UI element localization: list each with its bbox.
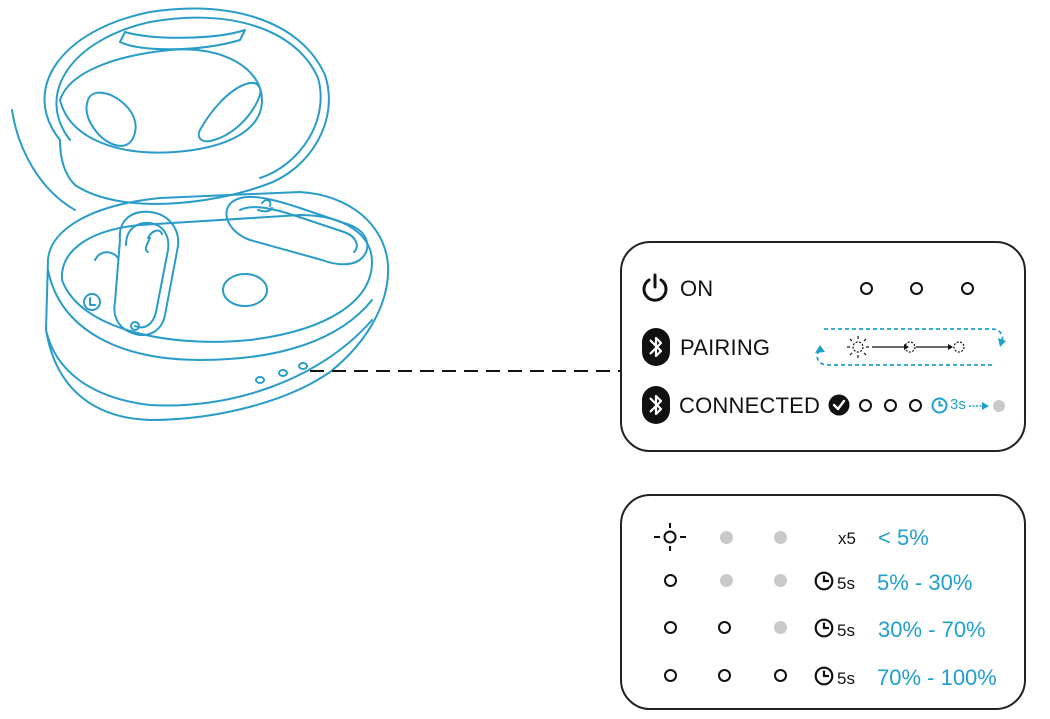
- battery-range: 70% - 100%: [877, 665, 997, 690]
- led-2: [884, 399, 897, 412]
- led-leader-line: [310, 370, 622, 372]
- led-1: [664, 669, 677, 682]
- led-1: [860, 282, 873, 295]
- arrow-icon: [969, 402, 989, 410]
- timer-label: 5s: [837, 621, 855, 640]
- connected-label: CONNECTED: [679, 393, 821, 418]
- pairing-blink-sequence: [815, 328, 1006, 366]
- led-2: [718, 669, 731, 682]
- battery-range: 5% - 30%: [877, 570, 973, 595]
- status-legend-panel: ON PAIRING CONNECTED: [620, 241, 1026, 452]
- battery-level-panel: x5 < 5% 5s 5% - 30% 5s 30% - 70% 5s 70% …: [620, 494, 1026, 710]
- led-off: [774, 621, 787, 634]
- checkmark-icon: [828, 394, 850, 416]
- on-label: ON: [680, 276, 714, 301]
- battery-range: 30% - 70%: [878, 617, 986, 642]
- connected-timer: 3s: [950, 396, 966, 413]
- led-3: [909, 399, 922, 412]
- led-2: [910, 282, 923, 295]
- led-2: [718, 621, 731, 634]
- clock-icon: [814, 618, 834, 638]
- blink-count: x5: [838, 529, 856, 548]
- earbuds-case-illustration: [11, 7, 390, 421]
- led-off: [720, 574, 733, 587]
- timer-label: 5s: [837, 669, 855, 688]
- led-off: [993, 400, 1005, 412]
- clock-icon: [931, 397, 948, 414]
- led-off: [774, 531, 787, 544]
- timer-label: 5s: [837, 574, 855, 593]
- pairing-label: PAIRING: [680, 335, 771, 360]
- led-3: [961, 282, 974, 295]
- led-3: [774, 669, 787, 682]
- battery-range: < 5%: [878, 525, 929, 550]
- bluetooth-icon: [642, 386, 670, 424]
- power-icon: [642, 273, 668, 302]
- led-off: [774, 574, 787, 587]
- blink-led-icon: [654, 523, 686, 551]
- led-1: [859, 399, 872, 412]
- clock-icon: [814, 666, 834, 686]
- clock-icon: [814, 571, 834, 591]
- led-1: [664, 574, 677, 587]
- led-1: [664, 621, 677, 634]
- bluetooth-icon: [642, 328, 670, 366]
- led-off: [720, 531, 733, 544]
